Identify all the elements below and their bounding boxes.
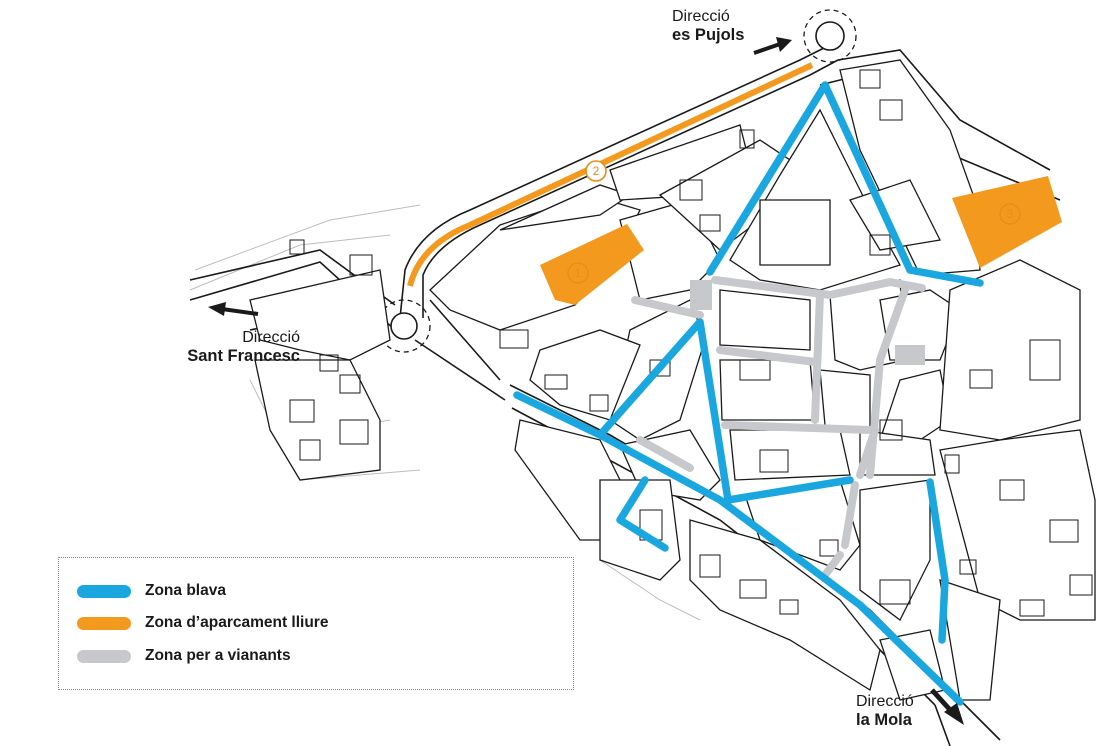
parking-number-2: 2 <box>593 164 600 178</box>
parking-markers: 1 2 3 <box>567 160 1021 284</box>
direction-name: Sant Francesc <box>187 347 300 365</box>
legend-label: Zona d’aparcament lliure <box>145 614 329 631</box>
legend-item-zona-blava: Zona blava <box>77 580 226 602</box>
direction-label-sant-francesc: Direcció Sant Francesc <box>168 328 300 366</box>
free-parking-zones <box>407 62 1062 305</box>
direction-name: la Mola <box>856 711 912 729</box>
direction-label-es-pujols: Direcció es Pujols <box>672 7 744 45</box>
roundabout-pujols <box>803 9 857 63</box>
legend-swatch-gray <box>77 649 131 663</box>
parking-area-3 <box>952 176 1062 268</box>
legend-item-zona-vianants: Zona per a vianants <box>77 645 291 667</box>
arrow-la-mola-icon <box>930 688 964 725</box>
direction-arrows <box>208 37 964 725</box>
direction-prefix: Direcció <box>672 8 730 25</box>
crosswalks <box>690 280 925 365</box>
arrow-sant-francesc-icon <box>208 302 259 316</box>
blue-zone-streets <box>513 81 984 706</box>
legend-label: Zona per a vianants <box>145 647 291 664</box>
direction-prefix: Direcció <box>242 329 300 346</box>
parking-number-3: 3 <box>1007 207 1014 221</box>
pedestrian-streets <box>631 276 926 579</box>
map-legend: Zona blava Zona d’aparcament lliure Zona… <box>58 557 574 690</box>
arrow-pujols-icon <box>753 37 792 55</box>
direction-label-la-mola: Direcció la Mola <box>856 692 914 730</box>
legend-swatch-orange <box>77 616 131 630</box>
direction-name: es Pujols <box>672 26 745 44</box>
legend-swatch-blue <box>77 584 131 598</box>
buildings <box>289 69 1093 617</box>
direction-prefix: Direcció <box>856 693 914 710</box>
parking-number-1: 1 <box>575 266 582 280</box>
legend-item-zona-aparcament: Zona d’aparcament lliure <box>77 612 328 634</box>
legend-label: Zona blava <box>145 582 226 599</box>
parking-area-1 <box>540 224 644 305</box>
